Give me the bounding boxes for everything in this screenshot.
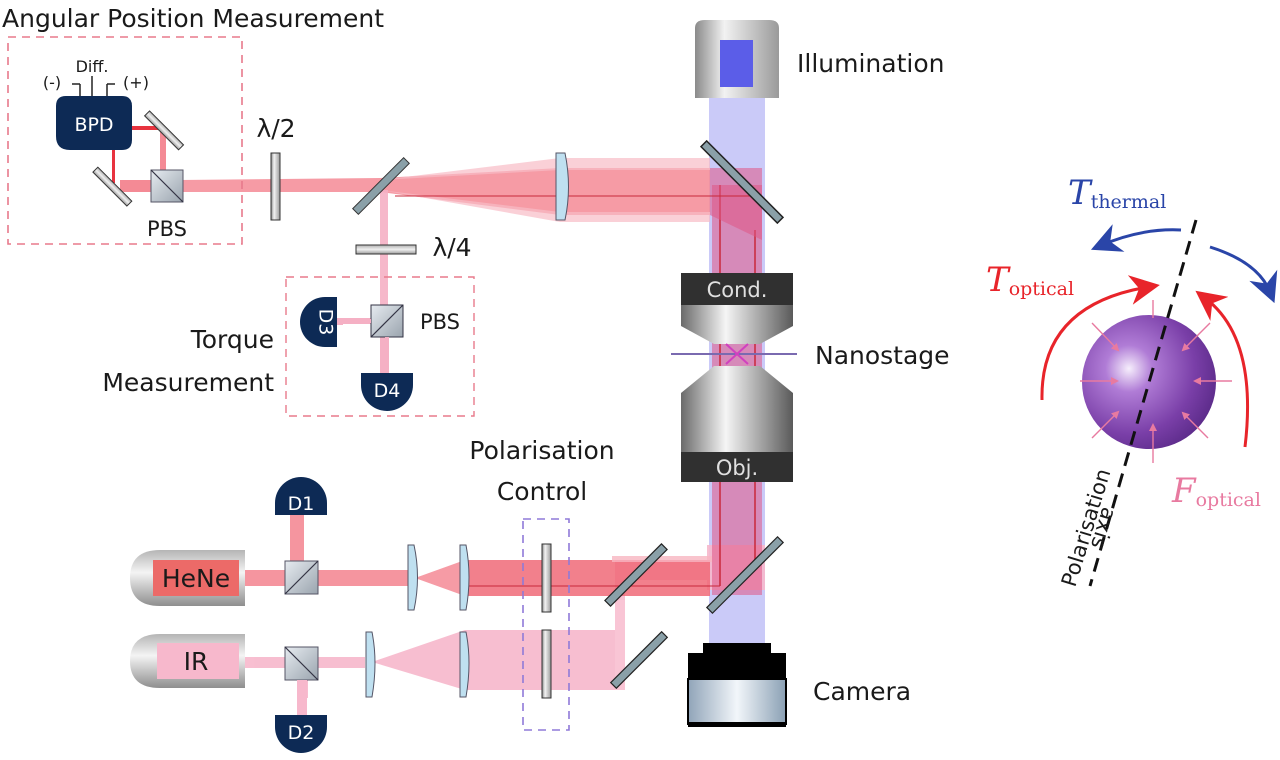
particle-sphere (1082, 315, 1216, 449)
torque-label-line1: Torque (190, 325, 274, 354)
half-wave-label: λ/2 (256, 114, 295, 143)
quarter-wave-plate (355, 244, 417, 255)
optical-force-label: Foptical (1171, 471, 1261, 511)
mirror-ir-lower (609, 630, 669, 690)
condenser-label: Cond. (707, 278, 768, 302)
condenser: Cond. (681, 273, 793, 344)
lens-upper (555, 152, 569, 221)
plus-label: (+) (123, 73, 149, 92)
pbs-cube-hene (284, 560, 319, 595)
diff-label: Diff. (76, 57, 109, 76)
detector-d3: D3 (300, 297, 337, 347)
d3-label: D3 (315, 309, 337, 336)
polarisation-plate-ir (541, 629, 552, 699)
detector-d4: D4 (361, 373, 413, 411)
nanostage (671, 343, 797, 365)
d4-label: D4 (374, 380, 401, 402)
camera (687, 643, 787, 727)
camera-label: Camera (813, 677, 911, 706)
illumination-source (695, 20, 779, 98)
illumination-label: Illumination (797, 49, 944, 78)
beam-splitter-mirror (352, 157, 410, 215)
ir-laser: IR (130, 634, 245, 688)
pbs-torque-label: PBS (420, 310, 460, 334)
balanced-photodetector: BPD (56, 76, 132, 150)
lens-hene-1 (407, 544, 418, 611)
optical-torque-arrow-left (1040, 275, 1160, 401)
thermal-torque-arrow-right (1209, 245, 1278, 304)
lens-hene-2 (459, 544, 470, 611)
polarisation-label-line2: Control (497, 477, 587, 506)
objective: Obj. (681, 366, 793, 482)
polarisation-plate-hene (541, 543, 552, 613)
torque-measurement-box (285, 276, 475, 417)
lens-ir-2 (459, 631, 470, 698)
bpd-label: BPD (74, 114, 113, 136)
angular-measurement-title: Angular Position Measurement (2, 4, 384, 33)
pbs-angular-label: PBS (147, 217, 187, 241)
d2-label: D2 (288, 722, 315, 744)
angular-beam-path (112, 126, 762, 375)
lens-ir-1 (365, 631, 376, 698)
dichroic-mirror-upper (699, 139, 785, 225)
torque-label-line2: Measurement (102, 368, 274, 397)
quarter-wave-label: λ/4 (432, 233, 471, 262)
nanostage-label: Nanostage (815, 341, 950, 370)
optical-torque-arrow-right (1195, 290, 1249, 448)
optical-torque-label: Toptical (986, 260, 1074, 300)
minus-label: (-) (43, 73, 61, 92)
half-wave-plate (270, 152, 281, 221)
particle-diagram (1040, 219, 1278, 587)
pbs-cube-ir (284, 646, 319, 681)
detector-d2: D2 (275, 715, 327, 753)
angular-measurement-box (7, 36, 243, 245)
ir-to-d2-beam (297, 680, 307, 715)
polarisation-control-box (522, 518, 570, 731)
mirror (92, 166, 133, 207)
mirror (143, 110, 185, 151)
objective-label: Obj. (716, 456, 758, 480)
pbs-cube-angular (150, 169, 184, 203)
pbs-cube-torque (370, 304, 404, 338)
ir-label: IR (184, 647, 209, 676)
thermal-torque-arrow-left (1090, 224, 1182, 252)
thermal-torque-label: Tthermal (1068, 173, 1166, 213)
detector-d1: D1 (275, 477, 327, 515)
d1-label: D1 (288, 493, 315, 515)
polarisation-axis-line (1088, 219, 1198, 587)
hene-label: HeNe (162, 564, 230, 593)
hene-laser: HeNe (130, 550, 245, 606)
mirror-hene-lower (604, 543, 668, 607)
dichroic-mirror-lower (705, 535, 785, 615)
polarisation-label-line1: Polarisation (469, 436, 614, 465)
